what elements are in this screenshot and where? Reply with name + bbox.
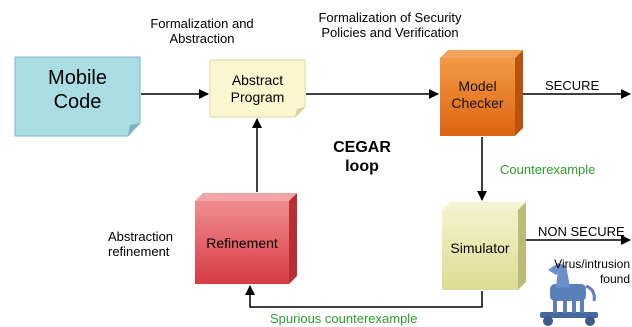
trojan-horse-icon xyxy=(540,263,598,326)
simulator-label: Simulator xyxy=(450,240,510,256)
mobile-code-box xyxy=(14,56,141,137)
abstract-program-label: Abstract Program xyxy=(230,72,285,105)
counterexample-label: Counterexample xyxy=(500,162,596,177)
secure-label: SECURE xyxy=(545,78,600,93)
formalization-abstraction-label: Formalization and Abstraction xyxy=(150,16,254,46)
refinement-box xyxy=(195,193,297,284)
mobile-code-label: Mobile Code xyxy=(48,67,107,113)
refinement-label: Refinement xyxy=(206,235,278,251)
cegar-loop-label: CEGAR loop xyxy=(333,139,391,175)
non-secure-label: NON SECURE xyxy=(538,224,625,239)
spurious-counterexample-label: Spurious counterexample xyxy=(270,311,418,326)
model-checker-box xyxy=(440,50,523,136)
abstraction-refinement-label: Abstraction refinement xyxy=(108,229,174,259)
simulator-box xyxy=(442,202,526,290)
abstract-program-box xyxy=(209,59,306,118)
virus-intrusion-label: Virus/intrusion found xyxy=(554,257,630,286)
model-checker-label: Model Checker xyxy=(451,78,504,111)
formalization-security-label: Formalization of Security Policies and V… xyxy=(318,10,462,40)
arrow-spurious-loop xyxy=(245,285,483,308)
